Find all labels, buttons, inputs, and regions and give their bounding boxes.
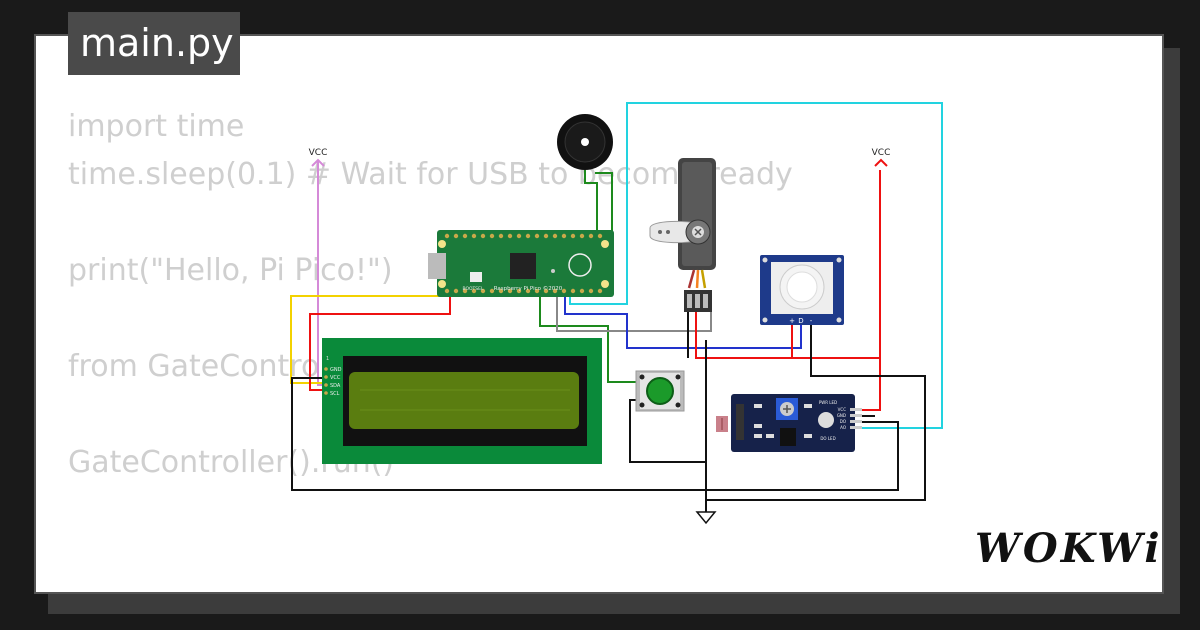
pico-silk-bottom: Raspberry Pi Pico ©2020: [494, 285, 563, 292]
pir-pin-vcc: +: [789, 317, 795, 325]
vcc-left: VCC: [309, 148, 328, 167]
pir-sensor[interactable]: + D -: [760, 255, 844, 325]
vcc-right: VCC: [872, 148, 891, 167]
wire-black[interactable]: [629, 399, 706, 463]
wire-red[interactable]: [695, 170, 881, 359]
vcc-left-label: VCC: [309, 148, 328, 158]
raspberry-pi-pico[interactable]: Raspberry Pi Pico ©2020 BOOTSEL: [428, 230, 614, 297]
sensor-pin-ao: AO: [840, 425, 846, 430]
lcd-pin-scl: SCL: [330, 391, 340, 397]
usb-port-icon: [428, 253, 446, 279]
wire-blue[interactable]: [564, 290, 802, 349]
pico-silk-side: BOOTSEL: [462, 286, 484, 292]
code-line: import time: [68, 109, 245, 144]
wire-gray[interactable]: [556, 290, 712, 332]
ground-icon: [695, 511, 717, 525]
wokwi-logo: WOKWi: [975, 525, 1163, 572]
sensor-pin-gnd: GND: [837, 413, 846, 418]
wire-black[interactable]: [706, 323, 926, 501]
sensor-pin-vcc: VCC: [838, 407, 847, 412]
lcd-pin-sda: SDA: [330, 383, 341, 389]
raspberry-logo-icon: [568, 253, 592, 277]
sensor-label-pwr-led: PWR LED: [819, 400, 837, 405]
sensor-pin-do: DO: [840, 419, 846, 424]
servo-motor[interactable]: [649, 158, 716, 312]
buzzer[interactable]: [557, 114, 613, 170]
wire-cyan[interactable]: [569, 102, 943, 429]
light-sensor-module[interactable]: PWR LED DO LED VCC GND DO AO: [716, 394, 862, 452]
vcc-right-label: VCC: [872, 148, 891, 158]
wire-green[interactable]: [539, 290, 640, 383]
code-text: import time time.sleep(0.1) # Wait for U…: [68, 103, 793, 487]
pir-pin-d: D: [798, 317, 803, 325]
pico-pins: [444, 233, 603, 294]
wire-red[interactable]: [309, 290, 451, 391]
lcd-pin-vcc: VCC: [330, 375, 341, 381]
code-line: time.sleep(0.1) # Wait for USB to become…: [68, 157, 793, 192]
rp2040-chip: [510, 253, 536, 279]
wire-green[interactable]: [584, 170, 598, 238]
pir-pin-gnd: -: [810, 317, 813, 325]
wire-green[interactable]: [595, 172, 613, 236]
wire-black[interactable]: [291, 377, 899, 491]
sensor-label-do-led: DO LED: [820, 436, 835, 441]
file-tab[interactable]: main.py: [68, 12, 240, 75]
lcd-pin-1: 1: [326, 356, 329, 362]
lcd-display[interactable]: 1 GND VCC SDA SCL: [322, 338, 602, 464]
wire-red[interactable]: [862, 358, 881, 411]
code-line: print("Hello, Pi Pico!"): [68, 253, 393, 288]
push-button[interactable]: [635, 370, 685, 412]
lcd-pin-gnd: GND: [330, 367, 342, 373]
